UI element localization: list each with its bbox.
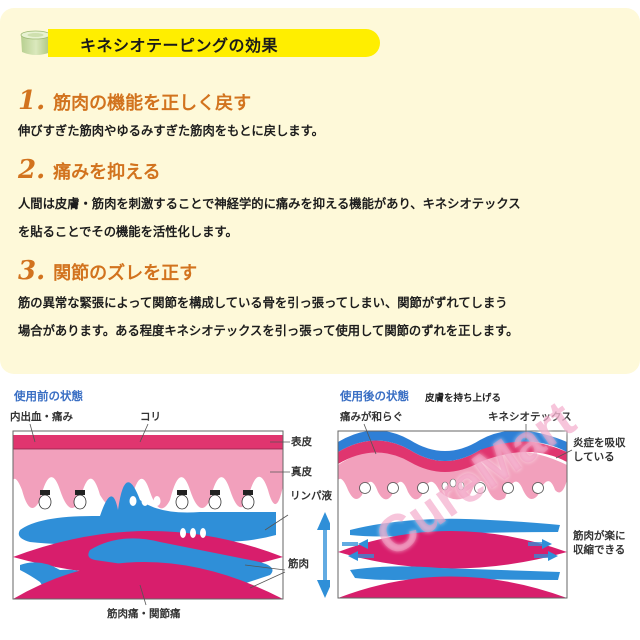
- section-body: 伸びすぎた筋肉やゆるみすぎた筋肉をもとに戻します。: [18, 124, 324, 138]
- section-body-line-1: 人間は皮膚・筋肉を刺激することで神経学的に痛みを抑える機能があり、キネシオテック…: [18, 197, 521, 211]
- section-2: 2. 痛みを抑える 人間は皮膚・筋肉を刺激することで神経学的に痛みを抑える機能が…: [18, 155, 521, 246]
- before-diagram: [12, 423, 330, 606]
- before-diagram-title: 使用前の状態: [14, 389, 83, 403]
- section-1: 1. 筋肉の機能を正しく戻す 伸びすぎた筋肉やゆるみすぎた筋肉をもとに戻します。: [18, 86, 324, 145]
- label-contract-line-2: 収縮できる: [573, 544, 626, 556]
- page-title: キネシオテーピングの効果: [80, 36, 279, 55]
- section-number: 2.: [18, 155, 46, 185]
- section-title: 痛みを抑える: [53, 162, 161, 183]
- label-absorb-line-1: 炎症を吸収: [573, 437, 626, 449]
- section-body-line-2: を貼ることでその機能を活性化します。: [18, 225, 238, 239]
- label-muscle: 筋肉: [288, 558, 309, 570]
- after-diagram-subtitle: 皮膚を持ち上げる: [425, 393, 502, 404]
- label-muscle-joint-pain: 筋肉痛・関節痛: [107, 608, 181, 620]
- label-dermis: 真皮: [291, 466, 312, 478]
- section-body-line-1: 筋の異常な緊張によって関節を構成している骨を引っ張ってしまい、関節がずれてしまう: [18, 296, 508, 310]
- section-3: 3. 関節のズレを正す 筋の異常な緊張によって関節を構成している骨を引っ張ってし…: [18, 256, 518, 345]
- label-contract-line-1: 筋肉が楽に: [573, 530, 626, 542]
- header-bar: [48, 29, 380, 57]
- section-header: キネシオテーピングの効果: [18, 26, 380, 58]
- section-number: 1.: [18, 86, 46, 116]
- effects-panel: [0, 8, 640, 374]
- vertical-arrow-icon: [317, 512, 330, 598]
- label-stiffness: コリ: [140, 411, 161, 423]
- label-bruise-pain: 内出血・痛み: [10, 411, 73, 423]
- section-body-line-2: 場合があります。ある程度キネシオテックスを引っ張って使用して関節のずれを正します…: [18, 324, 519, 338]
- section-title: 筋肉の機能を正しく戻す: [53, 93, 252, 114]
- label-kinesiotex: キネシオテックス: [488, 411, 572, 423]
- label-epidermis: 表皮: [291, 436, 312, 448]
- section-number: 3.: [18, 256, 46, 286]
- label-pain-relieved: 痛みが和らぐ: [340, 411, 403, 423]
- label-absorb-line-2: している: [573, 451, 615, 463]
- section-title: 関節のズレを正す: [53, 263, 198, 284]
- label-lymph: リンパ液: [290, 490, 332, 502]
- after-diagram: [337, 423, 573, 599]
- tape-roll-icon: [20, 30, 51, 55]
- after-diagram-title: 使用後の状態: [340, 389, 409, 403]
